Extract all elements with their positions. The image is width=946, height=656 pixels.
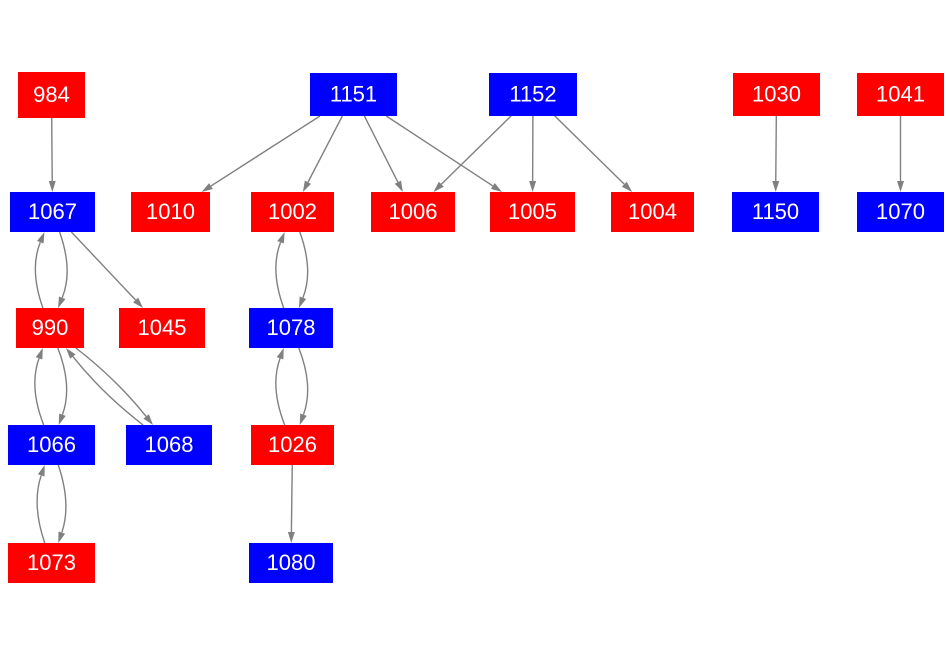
arrowhead-1152-to-1004 — [621, 181, 633, 192]
node-990[interactable]: 990 — [16, 308, 84, 348]
node-box-1045[interactable] — [119, 308, 205, 348]
node-box-1078[interactable] — [249, 308, 333, 348]
arrowhead-1151-to-1005 — [490, 183, 503, 192]
node-1004[interactable]: 1004 — [611, 192, 694, 232]
node-1005[interactable]: 1005 — [490, 192, 575, 232]
arrowhead-990-to-1068 — [143, 414, 153, 425]
node-box-1002[interactable] — [251, 192, 334, 232]
edge-1066-to-1073 — [57, 464, 67, 533]
arrowhead-1151-to-1006 — [394, 180, 403, 192]
arrowhead-990-to-1066 — [58, 413, 66, 425]
arrowhead-1068-to-990 — [66, 348, 76, 359]
node-box-990[interactable] — [16, 308, 84, 348]
node-1151[interactable]: 1151 — [310, 73, 397, 116]
arrowhead-1066-to-990 — [35, 348, 43, 360]
edge-1073-to-1066 — [36, 475, 46, 544]
edge-990-to-1068 — [75, 347, 147, 417]
arrowhead-1073-to-1066 — [37, 465, 45, 477]
edge-1152-to-1004 — [554, 115, 625, 185]
node-box-984[interactable] — [18, 72, 85, 118]
edge-1026-to-1078 — [275, 358, 286, 426]
node-1026[interactable]: 1026 — [251, 425, 334, 465]
node-1045[interactable]: 1045 — [119, 308, 205, 348]
edge-1026-to-1080 — [290, 464, 293, 533]
edge-990-to-1066 — [57, 347, 68, 415]
nodes-layer: 984 1151 1152 1030 1041 1067 1010 1002 1006 1005 1… — [8, 72, 944, 583]
node-984[interactable]: 984 — [18, 72, 85, 118]
node-box-1010[interactable] — [131, 192, 210, 232]
arrowhead-1067-to-990 — [58, 296, 66, 308]
edge-1068-to-990 — [72, 356, 144, 426]
node-1006[interactable]: 1006 — [371, 192, 455, 232]
edge-1151-to-1005 — [385, 115, 494, 187]
arrowhead-1041-to-1070 — [897, 181, 904, 192]
edge-1151-to-1002 — [307, 115, 343, 183]
node-box-1151[interactable] — [310, 73, 397, 116]
node-1068[interactable]: 1068 — [126, 425, 212, 465]
arrowhead-1078-to-1026 — [299, 413, 307, 425]
arrowhead-1066-to-1073 — [58, 531, 66, 543]
arrowhead-1002-to-1078 — [298, 296, 307, 308]
node-box-1066[interactable] — [8, 425, 95, 465]
edge-1078-to-1002 — [275, 241, 285, 309]
edges-layer — [34, 115, 904, 544]
edge-1151-to-1010 — [210, 115, 321, 187]
node-box-1152[interactable] — [489, 73, 577, 116]
node-box-1004[interactable] — [611, 192, 694, 232]
arrowhead-1151-to-1010 — [201, 183, 213, 192]
node-1002[interactable]: 1002 — [251, 192, 334, 232]
edge-1030-to-1150 — [775, 115, 778, 182]
node-1030[interactable]: 1030 — [733, 73, 820, 116]
node-box-1067[interactable] — [10, 192, 95, 232]
node-1080[interactable]: 1080 — [249, 543, 333, 583]
edge-1078-to-1026 — [298, 347, 309, 415]
edge-990-to-1067 — [34, 241, 44, 309]
edge-1002-to-1078 — [299, 231, 309, 299]
node-box-1073[interactable] — [8, 543, 95, 583]
node-1066[interactable]: 1066 — [8, 425, 95, 465]
node-box-1080[interactable] — [249, 543, 333, 583]
arrowhead-984-to-1067 — [48, 180, 56, 192]
arrowhead-1067-to-1045 — [133, 297, 144, 308]
node-box-1150[interactable] — [732, 192, 819, 232]
node-1070[interactable]: 1070 — [857, 192, 944, 232]
arrowhead-1026-to-1080 — [287, 531, 295, 543]
node-1067[interactable]: 1067 — [10, 192, 95, 232]
node-1152[interactable]: 1152 — [489, 73, 577, 116]
arrowhead-1151-to-1002 — [302, 180, 312, 192]
edge-984-to-1067 — [51, 117, 53, 182]
node-box-1005[interactable] — [490, 192, 575, 232]
node-1078[interactable]: 1078 — [249, 308, 333, 348]
arrowhead-1152-to-1006 — [433, 181, 444, 192]
arrowhead-1152-to-1005 — [529, 180, 537, 192]
node-box-1041[interactable] — [857, 73, 944, 116]
node-1041[interactable]: 1041 — [857, 73, 944, 116]
arrowhead-1030-to-1150 — [772, 180, 780, 192]
edge-1151-to-1006 — [363, 115, 399, 183]
node-1010[interactable]: 1010 — [131, 192, 210, 232]
node-1073[interactable]: 1073 — [8, 543, 95, 583]
node-box-1068[interactable] — [126, 425, 212, 465]
node-1150[interactable]: 1150 — [732, 192, 819, 232]
arrowhead-1026-to-1078 — [276, 348, 284, 360]
arrowhead-990-to-1067 — [37, 232, 45, 244]
edge-1066-to-990 — [34, 358, 45, 426]
edge-1067-to-990 — [58, 231, 68, 299]
edge-1067-to-1045 — [70, 231, 137, 301]
edge-1152-to-1006 — [440, 115, 512, 185]
node-box-1026[interactable] — [251, 425, 334, 465]
arrowhead-1078-to-1002 — [277, 232, 285, 244]
node-box-1030[interactable] — [733, 73, 820, 116]
node-box-1006[interactable] — [371, 192, 455, 232]
node-box-1070[interactable] — [857, 192, 944, 232]
